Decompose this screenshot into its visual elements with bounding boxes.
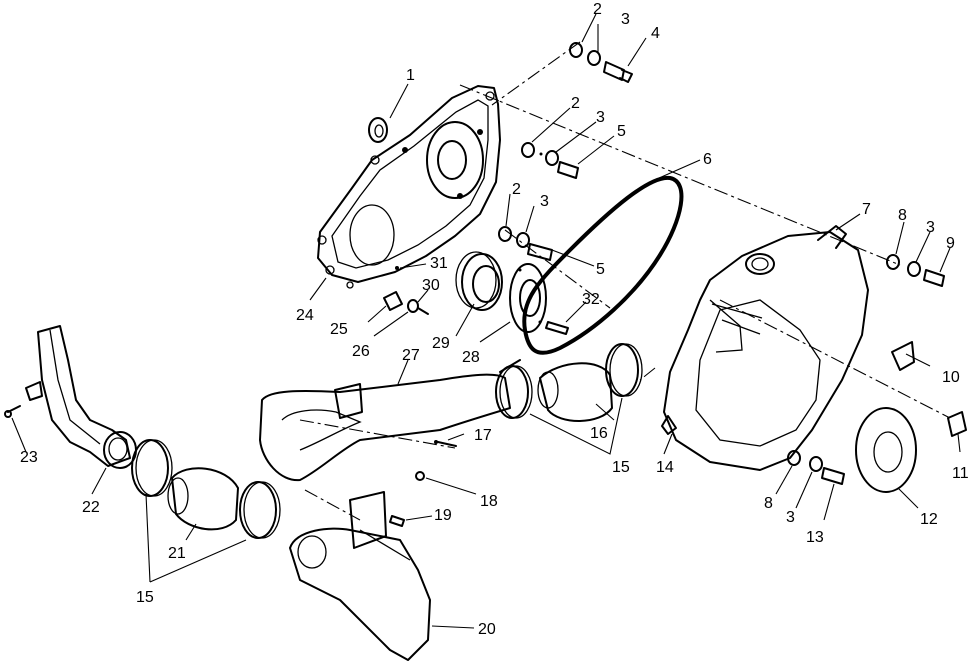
part-12-gasket [855, 407, 917, 493]
part-29-seal [455, 251, 503, 311]
part-27-intake-duct [259, 373, 511, 482]
callout-24: 24 [296, 307, 314, 324]
callout-labels: 1 2 3 4 2 3 5 6 2 3 5 7 8 3 9 31 30 32 2… [20, 1, 969, 638]
hardware-stack-right-bottom [787, 450, 845, 485]
hardware-stack-middle [521, 142, 579, 179]
callout-15: 15 [136, 589, 154, 606]
part-22-lower-duct [7, 325, 137, 469]
alignment-lines [299, 41, 951, 521]
callout-14: 14 [656, 459, 674, 476]
callout-15: 15 [612, 459, 630, 476]
part-31-dot [395, 266, 399, 270]
callout-17: 17 [474, 427, 492, 444]
callout-5: 5 [617, 123, 626, 140]
callout-5: 5 [596, 261, 605, 278]
callout-20: 20 [478, 621, 496, 638]
callout-27: 27 [402, 347, 420, 364]
hardware-stack-top [569, 42, 633, 83]
callout-25: 25 [330, 321, 348, 338]
leader-lines [11, 13, 961, 629]
callout-2: 2 [593, 1, 602, 18]
part-28-bearing-plate [509, 263, 569, 335]
callout-29: 29 [432, 335, 450, 352]
screw-18 [415, 471, 425, 481]
hardware-stack-lower [498, 226, 553, 261]
callout-22: 22 [82, 499, 100, 516]
callout-19: 19 [434, 507, 452, 524]
part-15-clamp-lower-right [239, 481, 281, 539]
callout-1: 1 [406, 67, 415, 84]
hardware-stack-right-top [886, 254, 945, 287]
screw-23 [4, 410, 12, 418]
part-7-clutch-cover [661, 225, 869, 471]
callout-2: 2 [571, 95, 580, 112]
callout-3: 3 [926, 219, 935, 236]
callout-3: 3 [621, 11, 630, 28]
callout-8: 8 [764, 495, 773, 512]
part-30-screw [407, 299, 429, 315]
part-15-clamp-upper-right [605, 343, 643, 397]
callout-7: 7 [862, 201, 871, 218]
callout-26: 26 [352, 343, 370, 360]
callout-32: 32 [582, 291, 600, 308]
callout-21: 21 [168, 545, 186, 562]
part-20-lower-housing [289, 491, 431, 661]
callout-13: 13 [806, 529, 824, 546]
callout-2: 2 [512, 181, 521, 198]
part-21-sleeve [167, 467, 239, 531]
part-25-bracket [383, 291, 403, 311]
callout-30: 30 [422, 277, 440, 294]
part-15-clamp-upper-left [495, 359, 533, 419]
callout-12: 12 [920, 511, 938, 528]
callout-18: 18 [480, 493, 498, 510]
callout-4: 4 [651, 25, 660, 42]
part-6-drive-belt [522, 175, 684, 355]
callout-11: 11 [952, 465, 969, 482]
callout-23: 23 [20, 449, 38, 466]
part-1-washer [368, 117, 388, 143]
part-10-decal [891, 341, 915, 371]
part-15-clamp-lower-left [131, 439, 173, 497]
callout-6: 6 [703, 151, 712, 168]
callout-9: 9 [946, 235, 955, 252]
callout-16: 16 [590, 425, 608, 442]
part-24-inner-cover [317, 85, 501, 289]
screw-17 [434, 440, 457, 447]
callout-10: 10 [942, 369, 960, 386]
part-11-label [947, 411, 967, 437]
part-16-sleeve [537, 362, 613, 422]
callout-3: 3 [596, 109, 605, 126]
screw-19 [389, 515, 405, 527]
callout-31: 31 [430, 255, 448, 272]
callout-28: 28 [462, 349, 480, 366]
callout-3: 3 [786, 509, 795, 526]
callout-8: 8 [898, 207, 907, 224]
callout-3: 3 [540, 193, 549, 210]
